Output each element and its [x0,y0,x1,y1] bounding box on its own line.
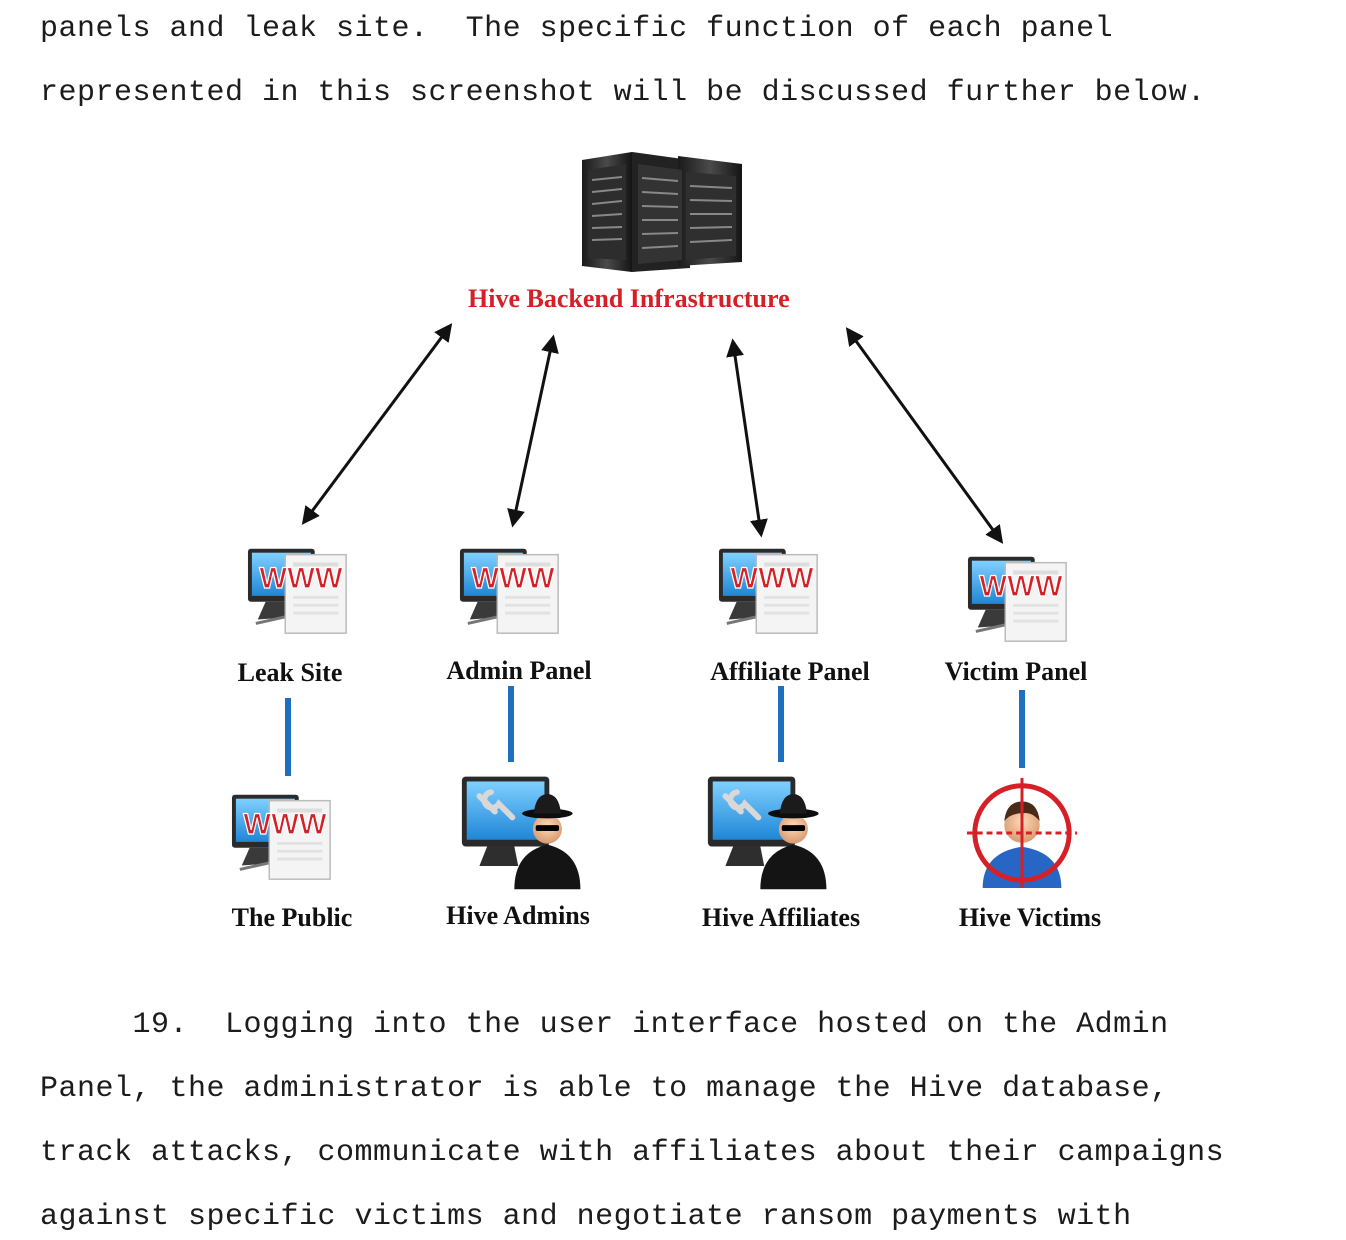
panel-label-affiliate-panel: Affiliate Panel [710,657,870,686]
arrow-affiliate-panel [726,338,768,538]
hacker-monitor-icon [462,777,581,890]
paragraph-19-line-2: Panel, the administrator is able to mana… [40,1072,1169,1106]
panel-label-victim-panel: Victim Panel [944,657,1088,686]
target-person-icon [967,778,1077,888]
intro-line-2: represented in this screenshot will be d… [40,76,1206,110]
hacker-monitor-icon [708,777,827,890]
www-browser-icon [717,547,819,635]
www-browser-icon [230,793,332,881]
arrow-victim-panel [845,327,1004,544]
panel-label-admin-panel: Admin Panel [446,656,592,685]
server-rack-icon [582,152,742,272]
user-label-hive-affiliates: Hive Affiliates [701,903,861,932]
www-browser-icon [458,547,560,635]
user-label-hive-victims: Hive Victims [958,903,1102,932]
backend-label: Hive Backend Infrastructure [468,284,790,313]
user-label-hive-admins: Hive Admins [446,901,590,930]
arrow-leak-site [301,323,453,525]
arrow-admin-panel [507,334,559,528]
user-label-the-public: The Public [231,903,353,932]
paragraph-19-line-1: 19. Logging into the user interface host… [40,1008,1169,1042]
intro-line-1: panels and leak site. The specific funct… [40,12,1114,46]
panel-label-leak-site: Leak Site [237,658,343,687]
www-browser-icon [246,547,348,635]
paragraph-19-line-3: track attacks, communicate with affiliat… [40,1136,1225,1170]
www-browser-icon [966,555,1068,643]
paragraph-19-line-4: against specific victims and negotiate r… [40,1200,1132,1234]
